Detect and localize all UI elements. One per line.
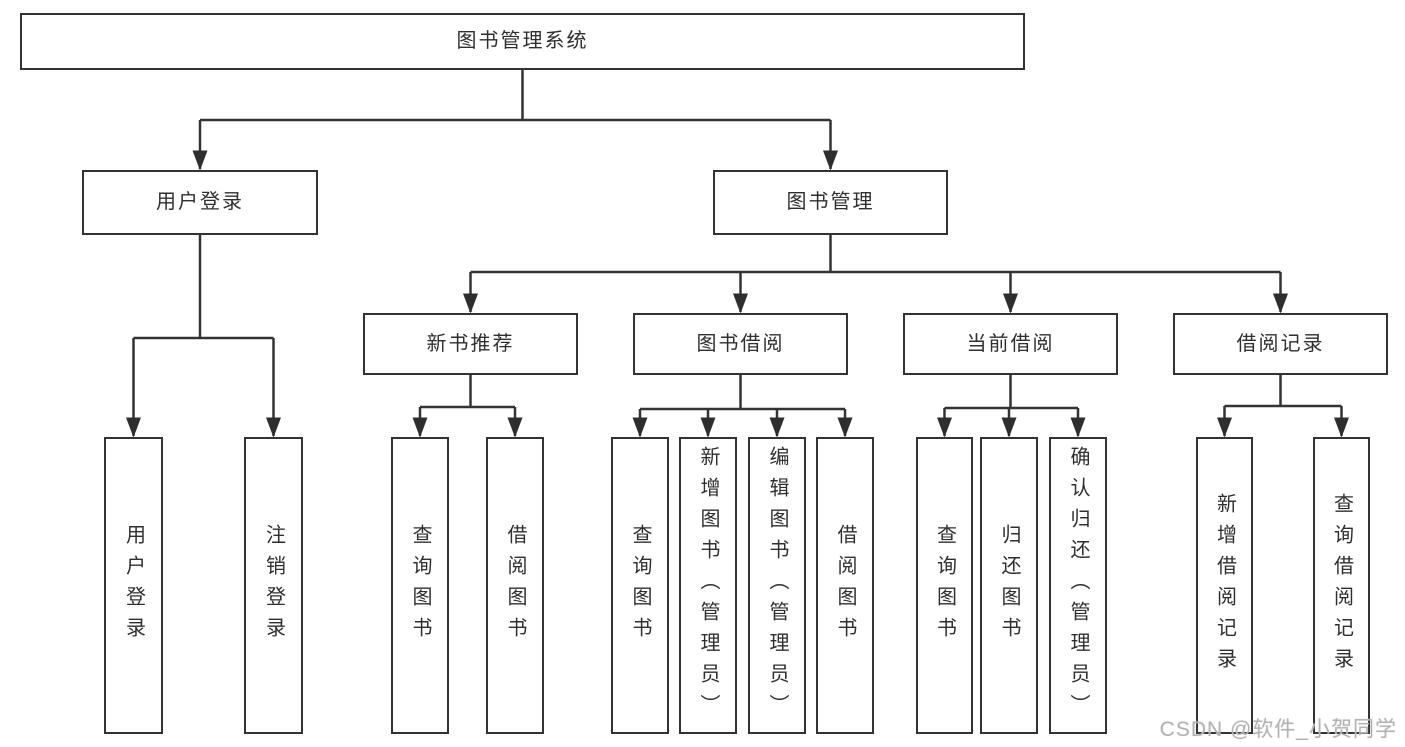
- node-login: 用户登录: [82, 170, 318, 235]
- node-recd-query: 查询借阅记录: [1313, 437, 1370, 734]
- node-label: 查询图书: [409, 523, 431, 648]
- node-bor-borrow: 借阅图书: [816, 437, 874, 734]
- node-label: 查询图书: [629, 523, 651, 648]
- node-label: 查询借阅记录: [1330, 492, 1353, 679]
- node-cur-confirm: 确认归还（管理员）: [1049, 437, 1107, 734]
- node-mgmt: 图书管理: [713, 170, 948, 235]
- node-label: 注销登录: [262, 523, 285, 648]
- node-record: 借阅记录: [1173, 313, 1388, 375]
- node-label: 新增借阅记录: [1213, 492, 1236, 679]
- node-login-user: 用户登录: [104, 437, 163, 734]
- node-label: 图书管理系统: [456, 30, 589, 52]
- node-bor-edit: 编辑图书（管理员）: [748, 437, 806, 734]
- node-label: 借阅图书: [504, 523, 526, 648]
- node-login-out: 注销登录: [244, 437, 303, 734]
- node-label: 归还图书: [998, 523, 1020, 648]
- node-bor-add: 新增图书（管理员）: [679, 437, 737, 734]
- node-label: 新书推荐: [426, 332, 515, 355]
- node-label: 图书借阅: [696, 332, 785, 355]
- node-label: 新增图书（管理员）: [697, 446, 719, 725]
- node-label: 用户登录: [156, 191, 244, 213]
- node-rec-query: 查询图书: [391, 437, 449, 734]
- node-recd-add: 新增借阅记录: [1196, 437, 1253, 734]
- node-label: 图书管理: [786, 191, 875, 213]
- node-label: 确认归还（管理员）: [1067, 446, 1089, 725]
- node-bor-query: 查询图书: [611, 437, 669, 734]
- node-label: 编辑图书（管理员）: [766, 446, 788, 725]
- node-rec: 新书推荐: [363, 313, 578, 375]
- node-label: 借阅图书: [834, 523, 856, 648]
- node-borrow: 图书借阅: [633, 313, 848, 375]
- node-label: 借阅记录: [1236, 332, 1325, 355]
- node-label: 查询图书: [933, 523, 956, 648]
- node-label: 用户登录: [122, 523, 145, 648]
- node-rec-borrow: 借阅图书: [486, 437, 544, 734]
- node-current: 当前借阅: [903, 313, 1118, 375]
- node-root: 图书管理系统: [20, 13, 1025, 70]
- node-label: 当前借阅: [966, 332, 1055, 355]
- node-cur-query: 查询图书: [916, 437, 973, 734]
- node-cur-return: 归还图书: [980, 437, 1038, 734]
